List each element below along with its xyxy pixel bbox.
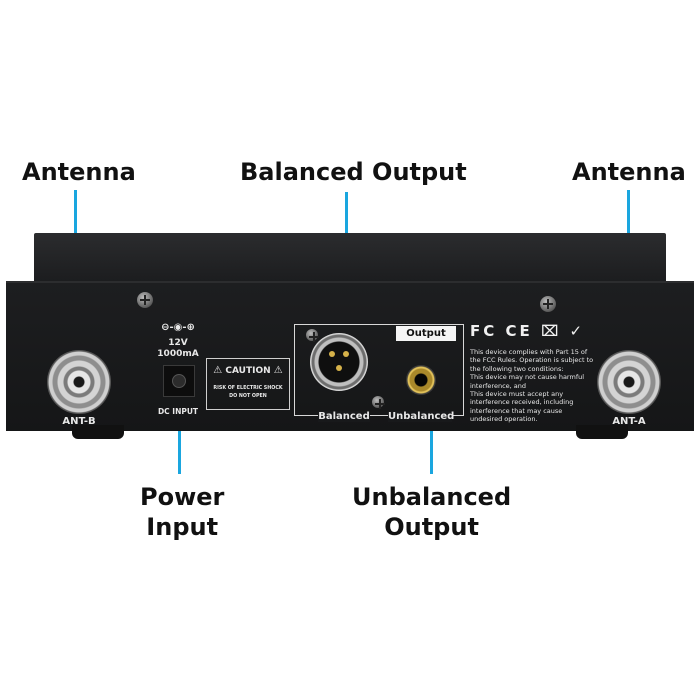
case-screw-icon [540, 296, 556, 312]
xlr-pin [336, 365, 342, 371]
caution-label-box: ⚠ CAUTION ⚠ RISK OF ELECTRIC SHOCK DO NO… [206, 358, 290, 410]
fcc-statement: This device complies with Part 15 of the… [470, 348, 595, 424]
fcc-line: interference received, including [470, 398, 574, 407]
unbalanced-output-label-line1: Unbalanced [352, 483, 512, 511]
fcc-line: the FCC Rules. Operation is subject to [470, 356, 594, 365]
dc-polarity-symbol-icon: ⊖-◉-⊕ [161, 322, 195, 333]
rubber-foot-right [576, 425, 628, 439]
fcc-line: This device complies with Part 15 of [470, 348, 588, 356]
warning-triangle-icon: ⚠ [213, 365, 223, 376]
caution-line-1: RISK OF ELECTRIC SHOCK [213, 386, 283, 391]
rubber-foot-left [72, 425, 124, 439]
quarter-inch-unbalanced-output-jack[interactable] [406, 365, 436, 395]
leader-line-power-input [178, 424, 181, 474]
fcc-line: This device must accept any [470, 390, 564, 399]
power-input-label-line1: Power [140, 483, 225, 511]
fcc-line: This device may not cause harmful [470, 373, 585, 382]
fcc-line: undesired operation. [470, 415, 538, 424]
xlr-balanced-output-jack[interactable] [310, 333, 368, 391]
ant-b-label: ANT-B [62, 416, 96, 427]
fcc-line: interference, and [470, 381, 527, 390]
antenna-left-label: Antenna [22, 158, 136, 186]
xlr-pin [343, 351, 349, 357]
case-screw-icon [137, 292, 153, 308]
balanced-output-label: Balanced Output [240, 158, 467, 186]
caution-line-2: DO NOT OPEN [229, 394, 267, 399]
panel-screw-icon [306, 329, 319, 342]
antenna-a-connector-icon[interactable] [597, 350, 661, 414]
balanced-label: Balanced [318, 411, 370, 422]
xlr-pin [329, 351, 335, 357]
compliance-marks-icon: FC CE ⌧ ✓ [470, 322, 586, 340]
warning-triangle-icon: ⚠ [273, 365, 283, 376]
fcc-line: interference that may cause [470, 406, 563, 415]
unbalanced-output-label-line2: Output [384, 513, 479, 541]
unbalanced-label: Unbalanced [388, 411, 455, 422]
dc-voltage-label: 12V [168, 338, 188, 348]
dc-current-label: 1000mA [157, 349, 199, 359]
output-panel-title: Output [396, 326, 456, 341]
antenna-right-label: Antenna [572, 158, 686, 186]
receiver-top-cover [34, 233, 666, 281]
power-input-label: Power Input [140, 482, 224, 542]
caution-text: CAUTION [225, 366, 271, 376]
unbalanced-output-label: Unbalanced Output [352, 482, 511, 542]
fcc-line: the following two conditions: [470, 364, 564, 373]
dc-input-jack[interactable] [163, 365, 195, 397]
panel-screw-icon [372, 396, 385, 409]
caution-heading: ⚠ CAUTION ⚠ [207, 365, 289, 377]
power-input-label-line2: Input [146, 513, 219, 541]
dc-input-label: DC INPUT [157, 407, 199, 416]
leader-line-unbalanced-output [430, 424, 433, 474]
antenna-b-connector-icon[interactable] [47, 350, 111, 414]
ant-a-label: ANT-A [612, 416, 646, 427]
output-panel-frame [294, 324, 464, 416]
